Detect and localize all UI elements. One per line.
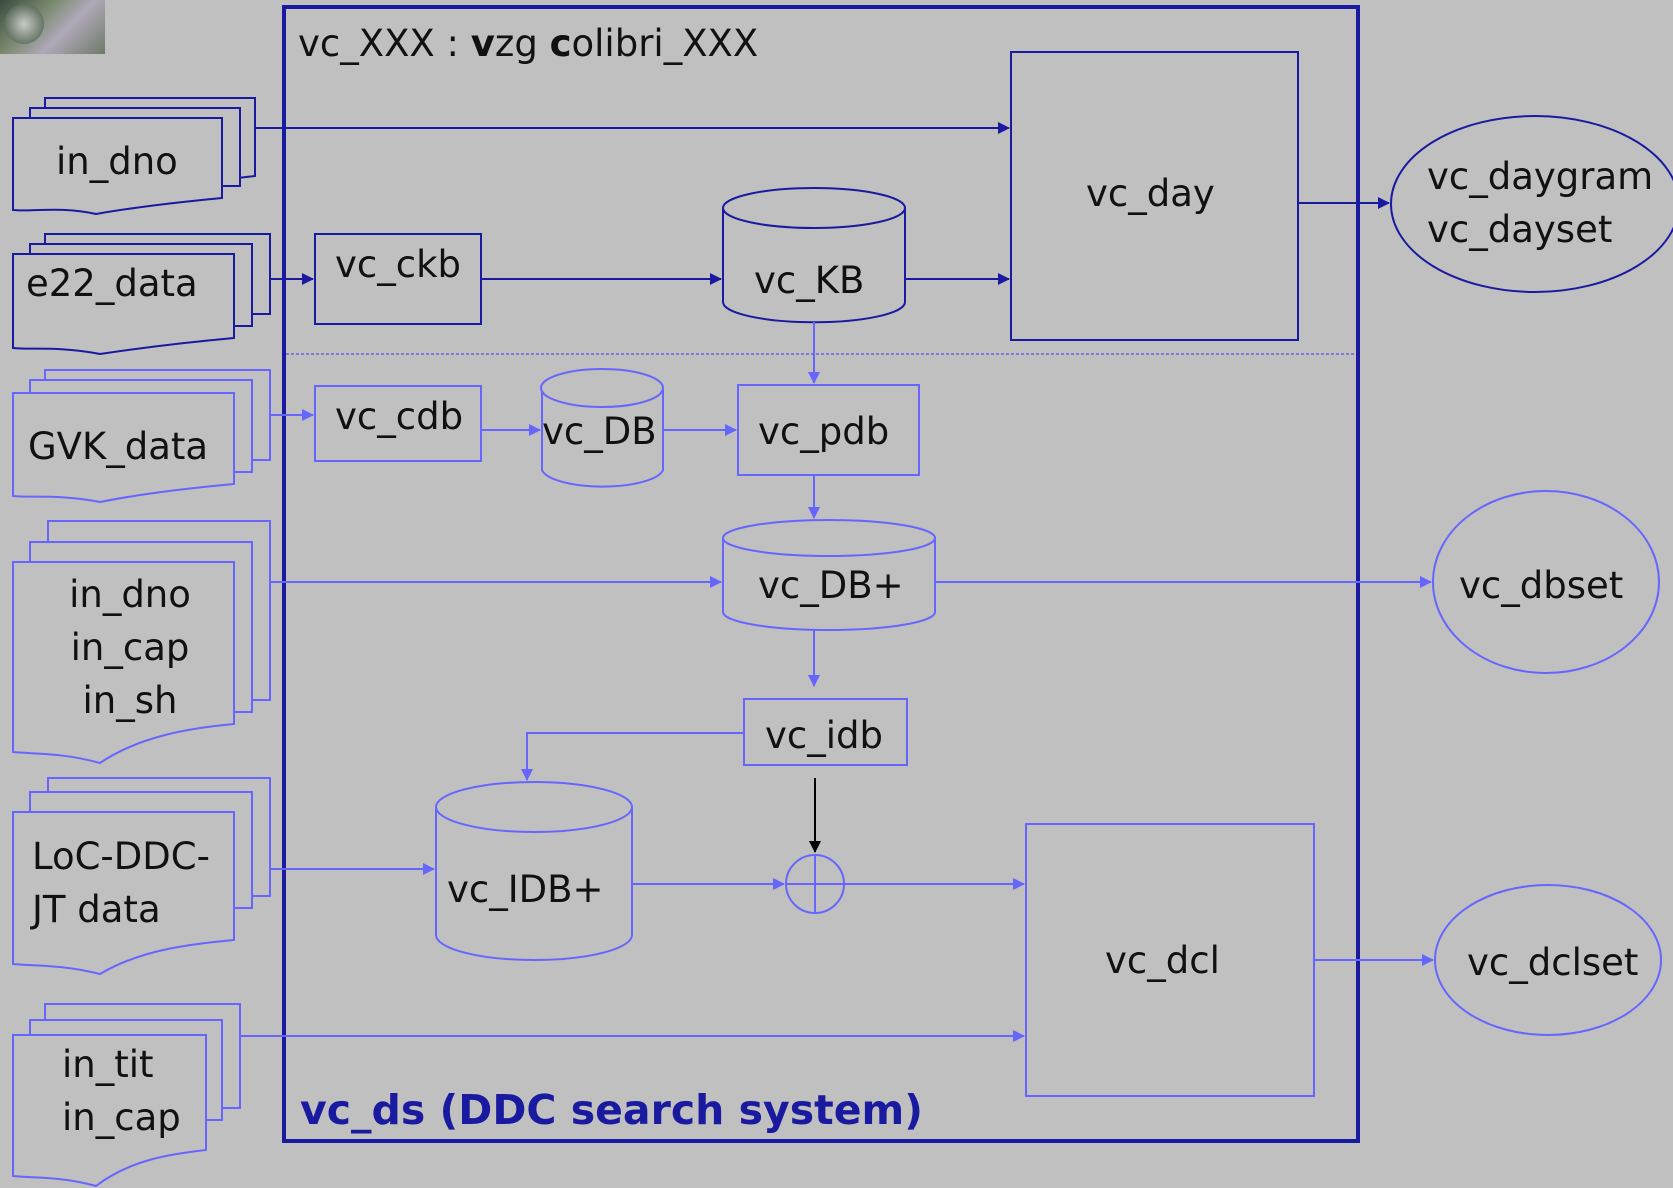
- input-label-loc: LoC-DDC- JT data: [32, 830, 210, 936]
- node-label-vc-day: vc_day: [1086, 172, 1215, 215]
- input-label-in-cap: in_cap: [62, 1096, 181, 1139]
- input-doc-loc: [12, 777, 271, 976]
- node-vc-kb-cylinder: [722, 187, 906, 324]
- input-doc-in-dno: [12, 97, 256, 216]
- input-label-in-tit: in_tit: [62, 1043, 154, 1086]
- node-vc-idbplus-cylinder: [435, 781, 633, 961]
- node-label-vc-idb: vc_idb: [765, 714, 883, 757]
- input-doc-tit-cap: [12, 1003, 241, 1188]
- input-label-multi-in-dno: in_dno: [69, 573, 191, 616]
- output-label-day: vc_daygram vc_dayset: [1427, 150, 1653, 256]
- corner-photo: [0, 0, 105, 54]
- input-doc-gvk-data: [12, 369, 271, 504]
- combine-node: [785, 854, 845, 914]
- node-label-vc-idbplus: vc_IDB+: [447, 868, 604, 911]
- node-vc-db-cylinder: [540, 368, 664, 488]
- input-doc-multi: [12, 520, 271, 765]
- node-vc-pdb-box: [737, 384, 920, 476]
- input-label-tit-cap: in_tit in_cap: [62, 1038, 181, 1144]
- input-label-multi-in-cap: in_cap: [70, 626, 190, 669]
- node-vc-dbplus-cylinder: [722, 519, 936, 631]
- node-label-vc-db: vc_DB: [542, 410, 657, 453]
- diagram-title: vc_XXX : vzg colibri_XXX: [298, 22, 759, 65]
- system-boundary: [282, 5, 1360, 1143]
- output-label-vc-dbset: vc_dbset: [1459, 564, 1624, 607]
- output-label-vc-dclset: vc_dclset: [1467, 941, 1639, 984]
- input-label-in-dno: in_dno: [56, 140, 178, 183]
- node-vc-dcl-box: [1025, 823, 1315, 1097]
- node-vc-ckb-box: [314, 233, 482, 325]
- input-label-multi: in_dno in_cap in_sh: [40, 568, 220, 727]
- input-label-loc-line1: LoC-DDC-: [32, 835, 210, 878]
- output-dbset-ellipse: [1432, 490, 1660, 674]
- node-vc-cdb-box: [314, 385, 482, 462]
- input-doc-e22-data: [12, 233, 271, 356]
- node-vc-day-box: [1010, 51, 1299, 341]
- node-label-vc-kb: vc_KB: [754, 259, 865, 302]
- output-dclset-ellipse: [1434, 884, 1662, 1036]
- input-label-loc-line2: JT data: [32, 888, 161, 931]
- system-caption: vc_ds (DDC search system): [300, 1086, 923, 1134]
- node-label-vc-pdb: vc_pdb: [758, 410, 890, 453]
- node-label-vc-cdb: vc_cdb: [335, 395, 464, 438]
- arrow-idb-to-idbplus: [521, 732, 744, 781]
- node-label-vc-dcl: vc_dcl: [1105, 939, 1220, 982]
- output-label-vc-dayset: vc_dayset: [1427, 208, 1613, 251]
- output-day-ellipse: [1390, 115, 1673, 293]
- input-label-gvk-data: GVK_data: [28, 425, 209, 468]
- node-label-vc-ckb: vc_ckb: [335, 243, 461, 286]
- input-label-e22-data: e22_data: [26, 262, 198, 305]
- input-label-multi-in-sh: in_sh: [82, 679, 178, 722]
- node-label-vc-dbplus: vc_DB+: [758, 564, 904, 607]
- output-label-vc-daygram: vc_daygram: [1427, 155, 1654, 198]
